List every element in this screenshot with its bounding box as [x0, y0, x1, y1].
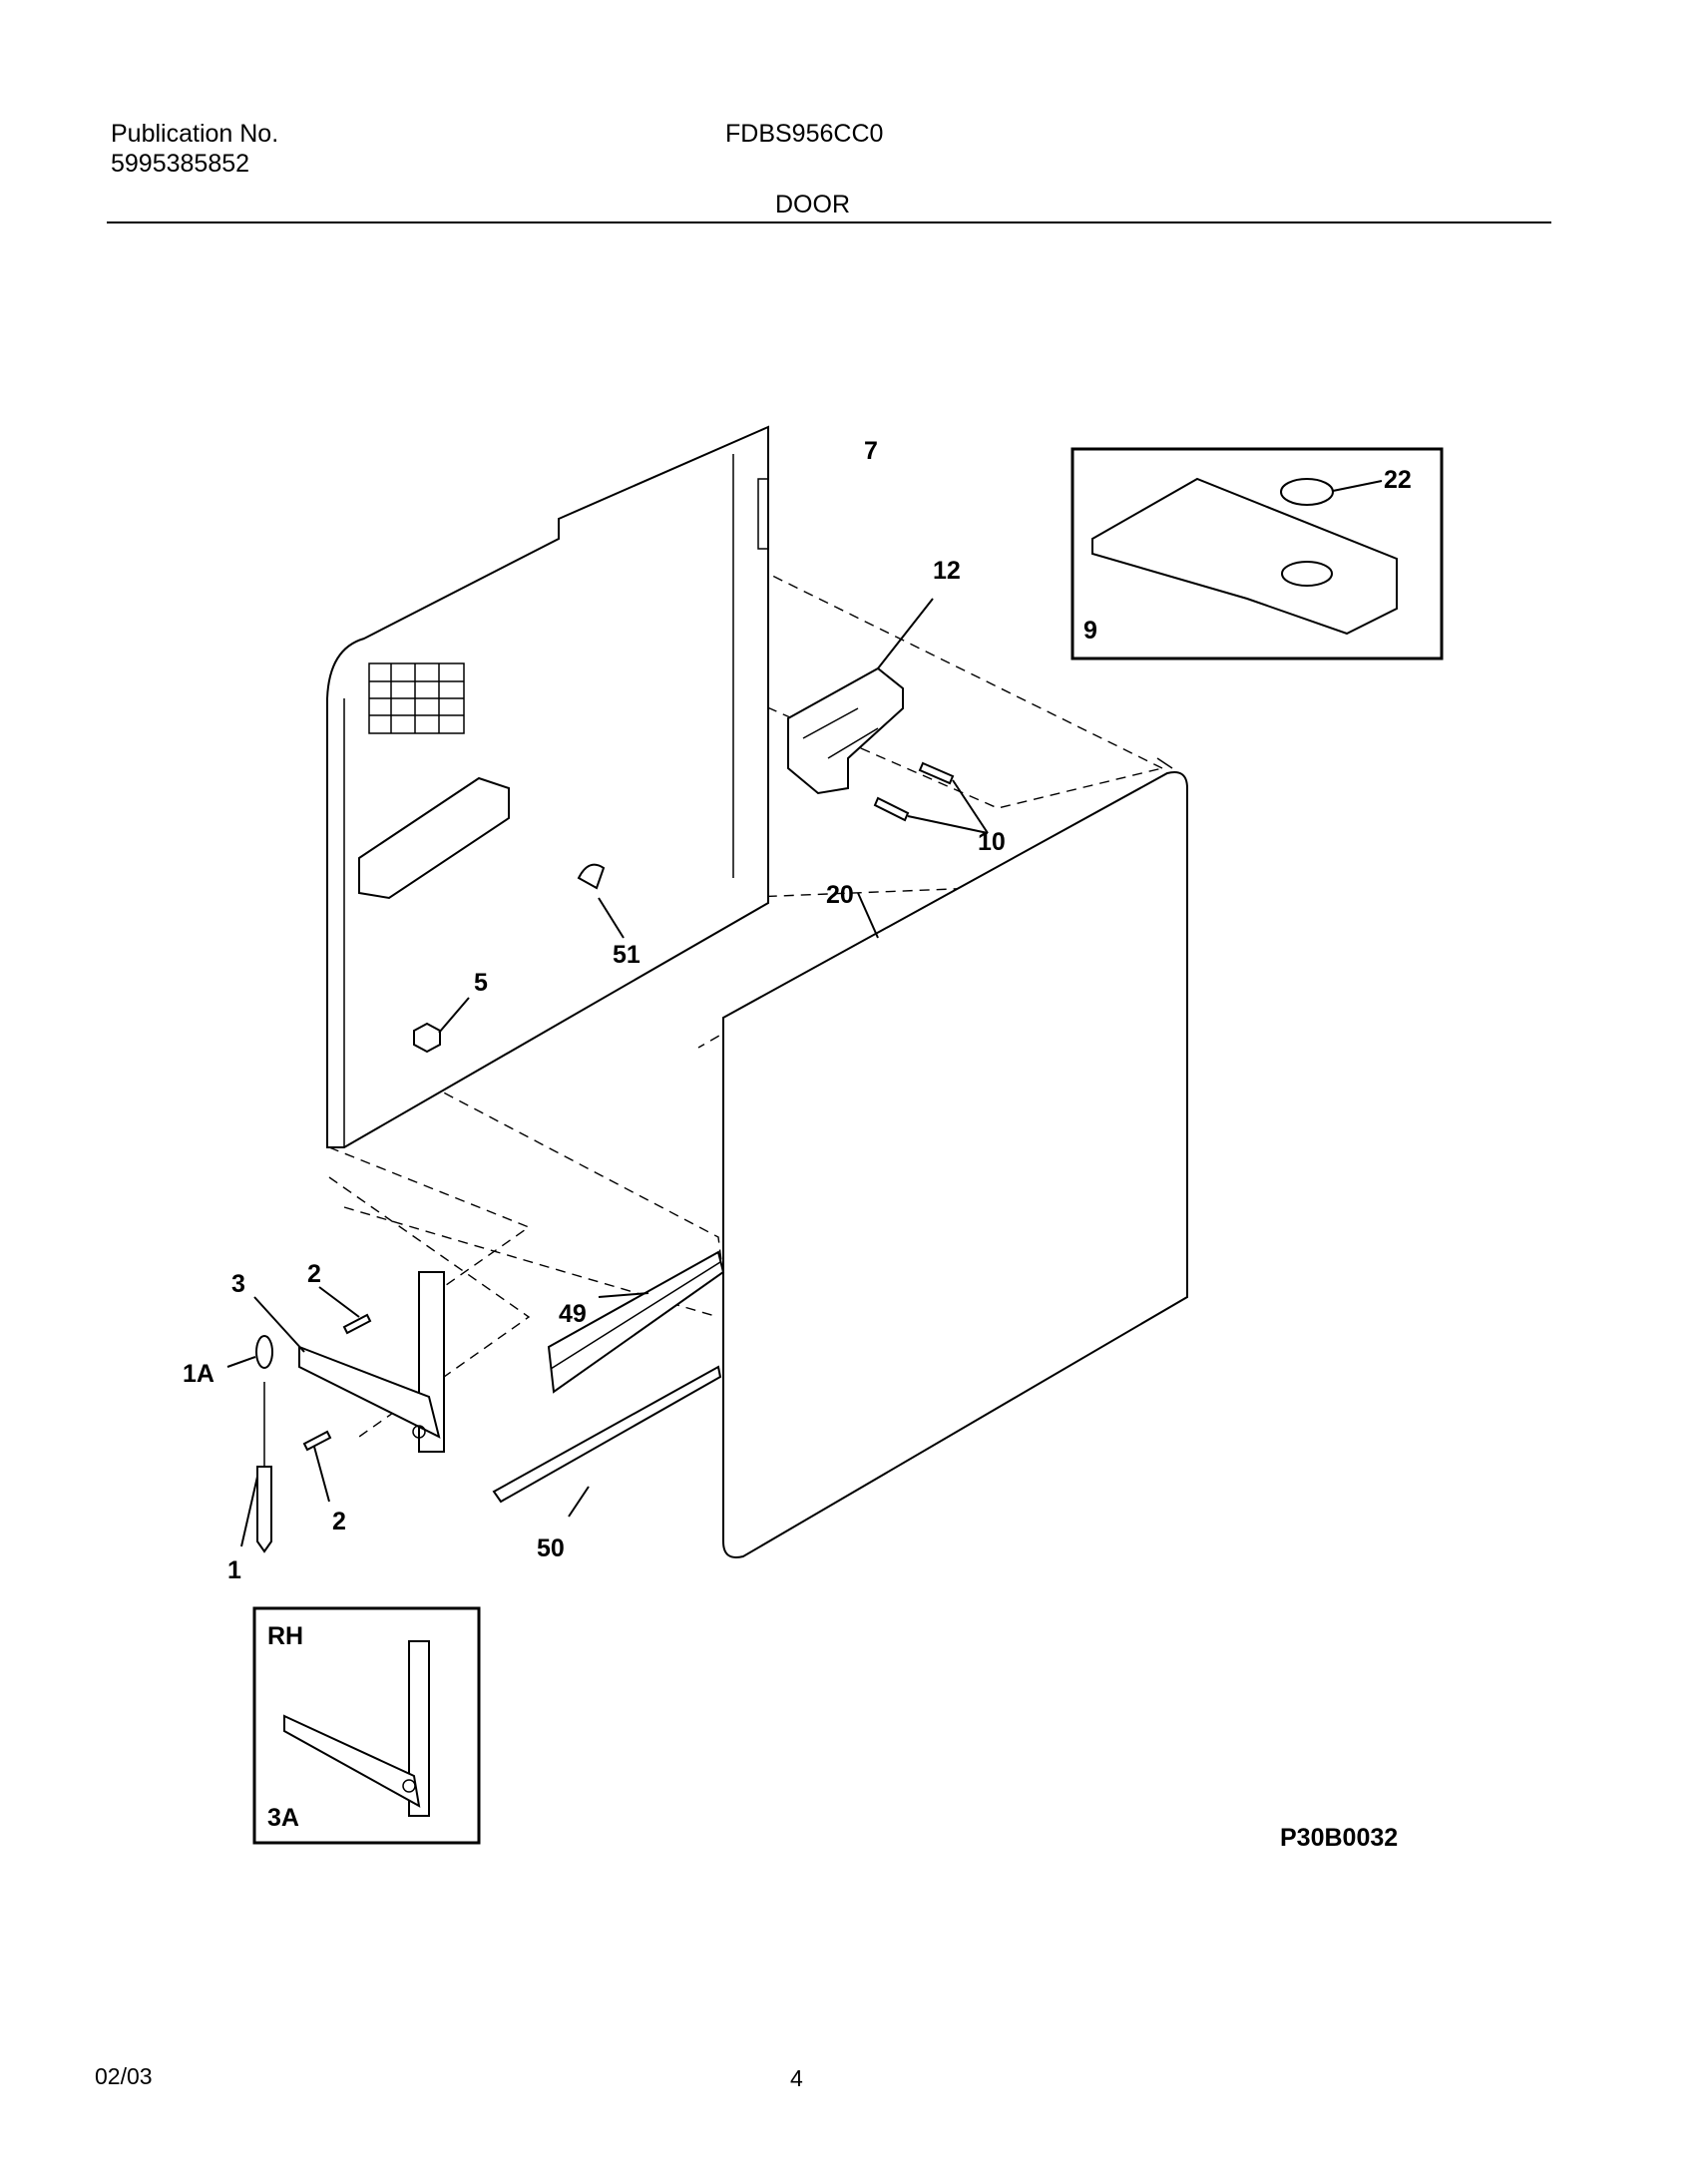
- header-rule: [107, 221, 1551, 223]
- door-spring: [240, 1382, 272, 1553]
- hinge-screws: [302, 1286, 372, 1503]
- door-hinge-arm: [253, 1271, 445, 1453]
- dispenser-cap: [1280, 478, 1334, 506]
- diagram-code: P30B0032: [1280, 1824, 1399, 1852]
- hinge-cap: [226, 1335, 273, 1369]
- inset-label-rh: RH: [267, 1622, 303, 1650]
- callout-5: 5: [474, 969, 488, 997]
- callout-10: 10: [978, 828, 1006, 856]
- callout-50: 50: [537, 1534, 565, 1562]
- inner-door-panel: [326, 425, 769, 1148]
- callout-1: 1: [227, 1556, 241, 1584]
- page-number: 4: [790, 2065, 803, 2091]
- inset-detergent-dispenser: [1070, 447, 1444, 660]
- inset-right-hinge: [252, 1606, 481, 1845]
- callout-7: 7: [864, 437, 878, 465]
- vent-grille: [368, 662, 465, 734]
- control-opening: [358, 776, 510, 900]
- detergent-dispenser: [1091, 477, 1398, 636]
- callout-2-lower: 2: [332, 1508, 346, 1535]
- door-seal-strip: [547, 1250, 725, 1394]
- hex-nut: [413, 997, 470, 1054]
- door-latch-assembly: [787, 598, 934, 795]
- callout-22: 22: [1384, 466, 1412, 494]
- callout-20: 20: [826, 881, 854, 909]
- footer-date: 02/03: [95, 2063, 153, 2089]
- section-title: DOOR: [775, 191, 850, 218]
- callout-49: 49: [559, 1300, 587, 1328]
- callout-51: 51: [613, 941, 640, 969]
- callout-9: 9: [1083, 617, 1097, 645]
- callout-3: 3: [231, 1270, 245, 1298]
- bottom-door-seal: [492, 1365, 722, 1518]
- publication-label: Publication No.: [111, 120, 279, 148]
- inset-label-3A: 3A: [267, 1804, 299, 1832]
- callout-2-upper: 2: [307, 1260, 321, 1288]
- callout-12: 12: [933, 557, 961, 585]
- callout-1A: 1A: [183, 1360, 214, 1388]
- model-number: FDBS956CC0: [725, 120, 884, 148]
- door-plug: [577, 863, 625, 939]
- latch-screws: [873, 761, 989, 834]
- publication-number: 5995385852: [111, 150, 250, 178]
- outer-door-panel: [722, 757, 1188, 1558]
